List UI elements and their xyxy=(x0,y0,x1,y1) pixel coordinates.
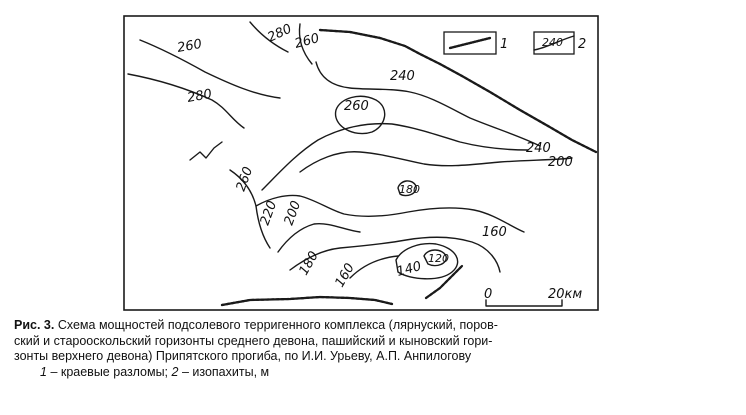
isopach-label: 160 xyxy=(332,261,357,290)
isopach-lines xyxy=(127,21,573,280)
isopach-200-mid xyxy=(299,151,573,173)
caption-line-2: ский и старооскольский горизонты среднег… xyxy=(14,333,493,348)
isopach-label: 260 xyxy=(234,165,257,193)
isopach-label: 240 xyxy=(390,69,415,84)
isopach-label: 140 xyxy=(395,259,423,280)
isopach-120-dome xyxy=(423,249,447,267)
isopach-label: 280 xyxy=(186,87,213,106)
isopach-200-s xyxy=(277,222,361,253)
legend: 1 240 2 xyxy=(443,31,586,55)
caption-line-1: Рис. 3. Схема мощностей подсолевого терр… xyxy=(14,318,736,334)
scale-start-label: 0 xyxy=(484,287,492,302)
isopach-160-s xyxy=(349,255,399,279)
isopach-220 xyxy=(255,194,525,233)
note-number-1: 1 xyxy=(40,364,47,379)
legend-isopach-swatch xyxy=(533,31,575,55)
fault-north xyxy=(318,28,598,154)
isopach-label: 120 xyxy=(428,252,449,265)
scale-end-label: 20км xyxy=(548,287,582,302)
isopach-label: 160 xyxy=(482,225,507,240)
legend-fault-swatch xyxy=(443,31,497,55)
isopach-label: 260 xyxy=(293,31,321,52)
isopach-240-n xyxy=(315,61,541,147)
isopach-260-nw xyxy=(139,39,281,99)
figure-number: Рис. 3. xyxy=(14,318,55,332)
isopach-label: 200 xyxy=(548,155,573,170)
caption-text-1: Схема мощностей подсолевого терригенного… xyxy=(57,318,498,332)
isopach-label: 260 xyxy=(344,99,369,114)
fault-south xyxy=(220,264,464,307)
isopach-140-dome xyxy=(395,242,459,280)
legend-number-1: 1 xyxy=(500,37,508,52)
isopach-260-n xyxy=(298,23,313,65)
isopach-label: 200 xyxy=(282,199,305,227)
note-text-1: – краевые разломы; xyxy=(50,364,169,379)
note-number-2: 2 xyxy=(171,364,179,379)
isopach-label: 240 xyxy=(526,141,551,156)
map-frame xyxy=(123,15,599,311)
caption-legend-note: 1 – краевые разломы; 2 – изопахиты, м xyxy=(14,365,736,381)
scale-bar: 0 20км xyxy=(484,287,582,307)
isopach-180-s xyxy=(289,236,501,273)
isopach-280-w xyxy=(127,73,245,129)
fault-west xyxy=(189,141,223,161)
figure-caption: Рис. 3. Схема мощностей подсолевого терр… xyxy=(14,318,736,380)
isopach-label: 280 xyxy=(265,22,294,46)
isopach-label: 260 xyxy=(176,37,203,56)
caption-line-3: зонты верхнего девона) Припятского проги… xyxy=(14,349,472,363)
isopach-label: 180 xyxy=(399,183,420,196)
isopach-240-mid xyxy=(261,122,529,191)
legend-isopach-value: 240 xyxy=(542,36,563,49)
isopach-280-n xyxy=(249,21,289,53)
isopach-180-dome xyxy=(397,180,417,197)
note-text-2: – изопахиты, м xyxy=(181,364,270,379)
legend-number-2: 2 xyxy=(578,37,586,52)
